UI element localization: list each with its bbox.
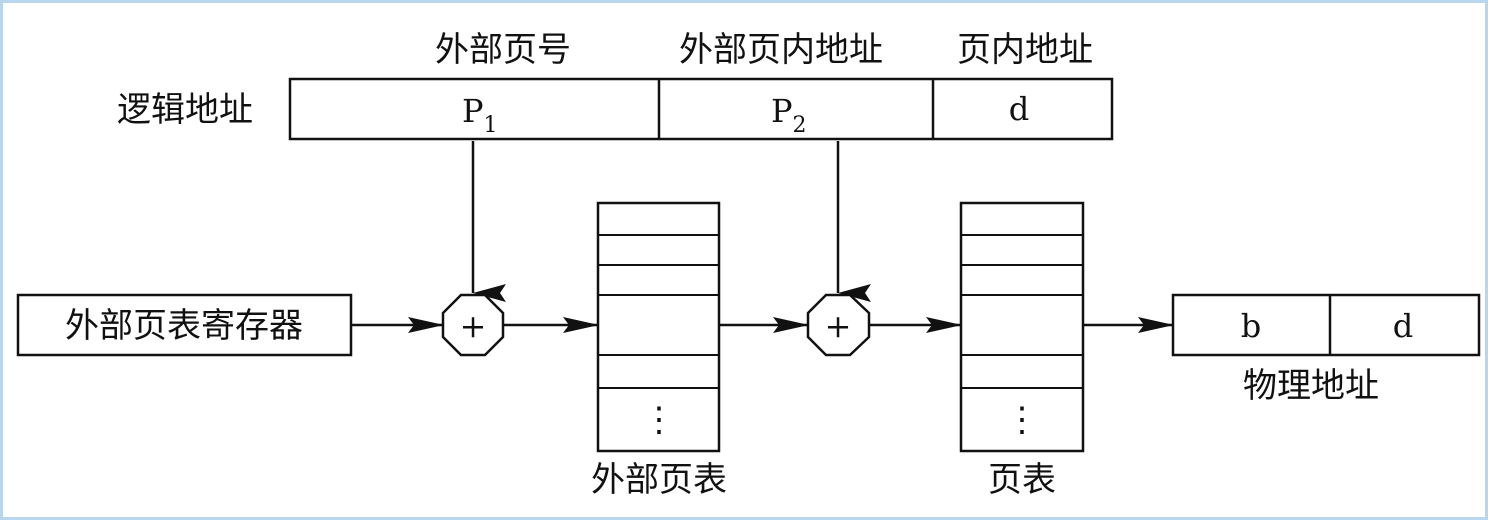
physical-field-d: d: [1393, 307, 1413, 345]
page-table-ellipsis: ⋮: [1005, 400, 1039, 440]
logical-address-box: [288, 77, 1114, 141]
adder-1-plus-icon: +: [460, 307, 487, 345]
adder-1: +: [441, 293, 505, 357]
field-p1: P1: [462, 92, 498, 138]
header-page-offset: 页内地址: [957, 30, 1093, 70]
field-d: d: [1009, 90, 1029, 128]
header-outer-page-offset: 外部页内地址: [679, 30, 883, 70]
diagram-canvas: 外部页号 外部页内地址 页内地址 逻辑地址 P1 P2 d 外部页表寄存器 + …: [16, 30, 1481, 500]
logical-address-label: 逻辑地址: [117, 90, 253, 130]
outer-page-table-label: 外部页表: [591, 460, 727, 500]
field-p2: P2: [771, 92, 807, 138]
physical-address-box: [1171, 293, 1481, 357]
page-table: [959, 201, 1085, 453]
physical-field-b: b: [1241, 307, 1261, 345]
outer-page-table-ellipsis: ⋮: [642, 400, 676, 440]
header-outer-page-number: 外部页号: [435, 30, 571, 70]
adder-2-plus-icon: +: [825, 307, 852, 345]
page-table-label: 页表: [988, 460, 1056, 500]
adder-2: +: [806, 293, 871, 357]
outer-page-table: [596, 201, 721, 453]
physical-address-label: 物理地址: [1243, 366, 1379, 406]
outer-page-table-register-label: 外部页表寄存器: [65, 306, 303, 346]
